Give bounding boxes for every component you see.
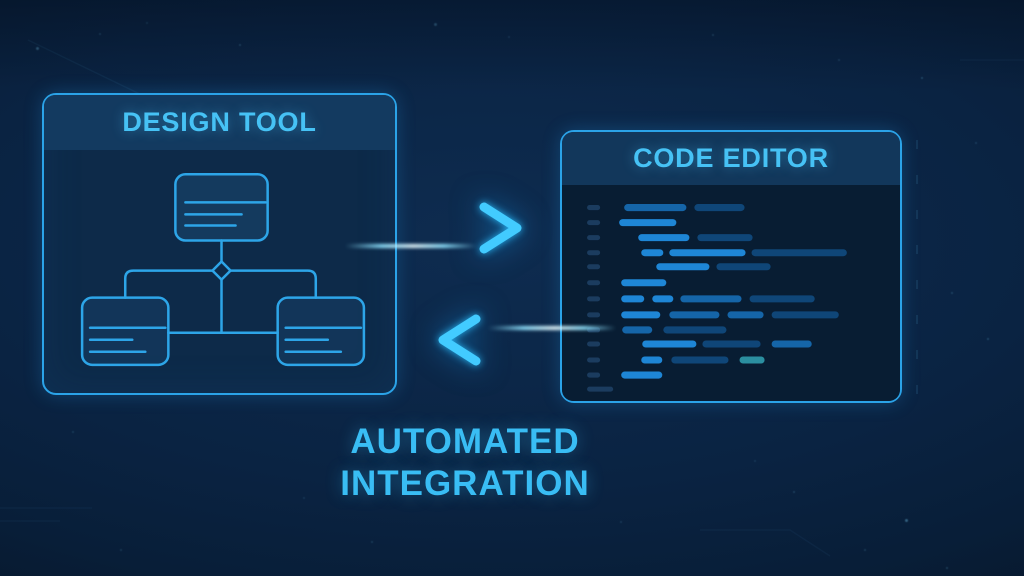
background-dot — [951, 292, 953, 294]
glow-streak — [345, 244, 477, 248]
background-dot — [946, 567, 948, 569]
caption-line-2: INTEGRATION — [340, 464, 590, 503]
background-dot — [712, 34, 714, 36]
background-dot — [146, 22, 148, 24]
background-dot — [864, 549, 866, 551]
background-dot — [239, 44, 241, 46]
background-dot — [838, 59, 840, 61]
arrow-left-icon — [438, 314, 594, 366]
background-dot — [987, 338, 989, 340]
background-dot — [921, 77, 923, 79]
arrow-right-icon — [354, 202, 522, 254]
background-dot — [99, 33, 101, 35]
background-dot — [72, 431, 74, 433]
caption-line-1: AUTOMATED — [350, 422, 580, 461]
background-dot — [508, 36, 510, 38]
code-editor-title: CODE EDITOR — [633, 143, 829, 173]
background-dot — [754, 460, 756, 462]
caption: AUTOMATED INTEGRATION — [215, 421, 715, 505]
background-dot — [120, 549, 122, 551]
background-dot — [975, 142, 977, 144]
background-dot — [793, 491, 795, 493]
background-dot — [36, 47, 39, 50]
background-dot — [371, 541, 373, 543]
background-dot — [905, 519, 908, 522]
background-dot — [620, 521, 622, 523]
background-dot — [434, 23, 437, 26]
glow-streak — [488, 326, 616, 330]
code-editor-header: CODE EDITOR — [562, 132, 900, 185]
